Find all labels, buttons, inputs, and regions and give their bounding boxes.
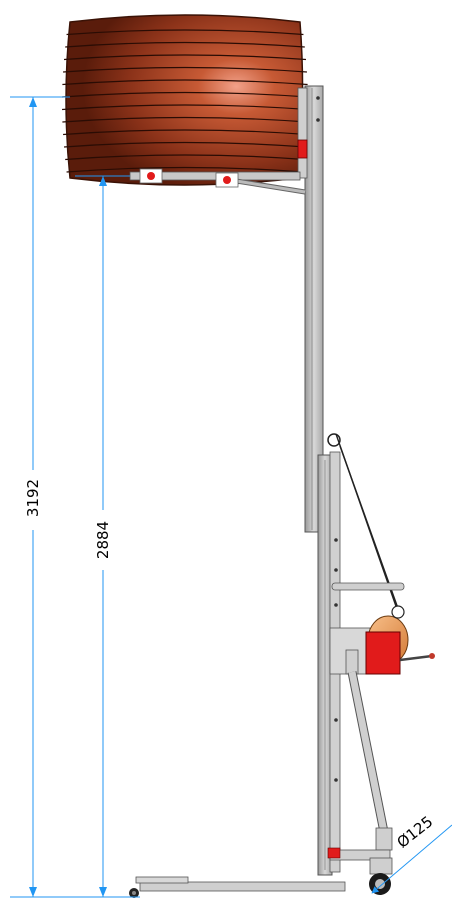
barrel-hoops: [61, 29, 308, 173]
lift-height-label: 2884: [94, 521, 112, 559]
barrel: [61, 14, 308, 186]
brace-leg: [345, 649, 393, 851]
mast: [297, 85, 341, 876]
support-arm: [129, 139, 308, 195]
barrel-hoop-line: [61, 104, 308, 111]
barrel-hoop-line: [63, 66, 307, 73]
dimension-overall-height: 3192: [10, 96, 140, 898]
barrel-hoop-line: [62, 116, 308, 123]
winch-crank-handle: [399, 654, 433, 662]
barrel-hoop-line: [66, 29, 304, 36]
winch-motor: [365, 631, 401, 675]
barrel-hoop-line: [65, 41, 305, 48]
dimension-lift-height: 2884: [75, 175, 130, 897]
barrel-hoop-line: [63, 129, 307, 136]
barrel-hoop-line: [63, 54, 307, 61]
barrel-hoop-line: [65, 154, 305, 161]
barrel-hoop-line: [63, 141, 307, 148]
barrel-hoop-line: [62, 79, 308, 86]
base-frame: [129, 847, 391, 898]
barrel-hoop-line: [61, 91, 308, 98]
castor-wheel: [369, 857, 393, 895]
barrel-hoop-line: [66, 166, 304, 173]
wheel-diameter-label: Ø125: [393, 813, 436, 852]
overall-height-label: 3192: [24, 479, 42, 517]
handle-bar: [331, 582, 405, 591]
